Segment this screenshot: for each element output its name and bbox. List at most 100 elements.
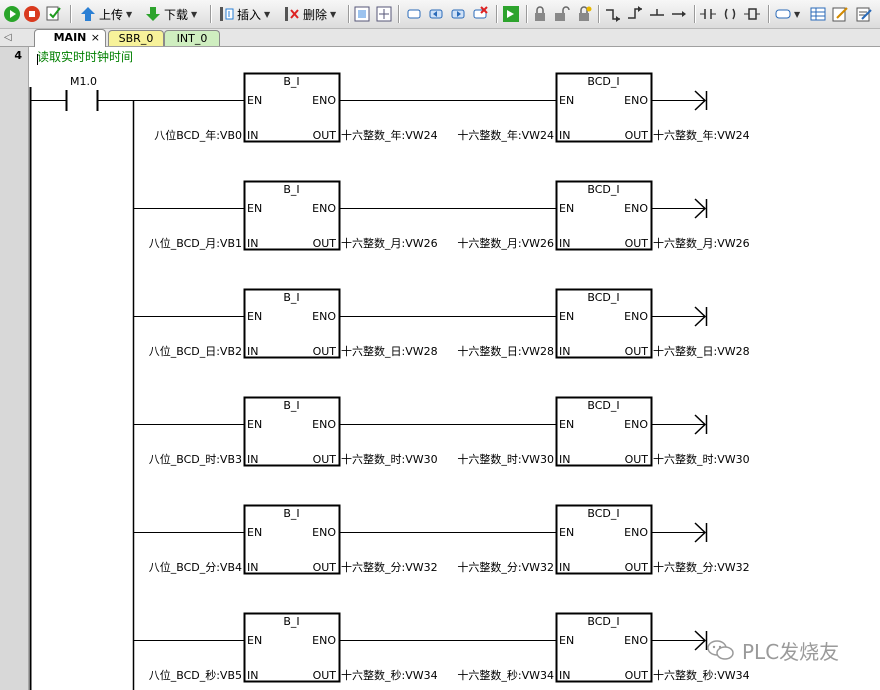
bcd-i-box-out-param[interactable]: 十六整数_月:VW26 [653, 236, 750, 250]
symbol-table-button[interactable] [810, 4, 826, 24]
b-i-box-in-param[interactable]: 八位_BCD_月:VB1 [149, 236, 242, 250]
tab-sbr0[interactable]: SBR_0 [108, 30, 164, 46]
prev-bookmark-button[interactable] [428, 4, 444, 24]
bcd-i-box-out-param[interactable]: 十六整数_年:VW24 [653, 128, 750, 142]
separator [598, 5, 599, 23]
bcd-i-box-in: IN [559, 237, 570, 250]
insert-button[interactable]: 插入 ▼ [218, 4, 270, 24]
remove-bookmark-button[interactable] [472, 4, 488, 24]
network-button-1[interactable] [354, 4, 370, 24]
separator [694, 5, 695, 23]
b-i-box-out-param[interactable]: 十六整数_秒:VW34 [341, 668, 438, 682]
bcd-i-box-frame[interactable] [555, 288, 653, 359]
b-i-box-in-param[interactable]: 八位_BCD_分:VB4 [149, 560, 242, 574]
tab-int0[interactable]: INT_0 [164, 30, 220, 46]
dropdown-arrow-icon[interactable]: ▼ [330, 9, 337, 19]
b-i-box-frame[interactable] [243, 288, 341, 359]
bcd-i-box-frame[interactable] [555, 72, 653, 143]
bcd-i-box-in-param[interactable]: 十六整数_日:VW28 [457, 344, 554, 358]
b-i-box-in-param[interactable]: 八位_BCD_秒:VB5 [149, 668, 242, 682]
properties-button[interactable] [856, 4, 872, 24]
line-right-button[interactable] [671, 4, 687, 24]
bcd-i-box-out-param[interactable]: 十六整数_时:VW30 [653, 452, 750, 466]
b-i-box-out-param[interactable]: 十六整数_年:VW24 [341, 128, 438, 142]
network-button-2[interactable] [376, 4, 392, 24]
next-bookmark-button[interactable] [450, 4, 466, 24]
b-i-box-out-param[interactable]: 十六整数_日:VW28 [341, 344, 438, 358]
bcd-i-box-out-param[interactable]: 十六整数_日:VW28 [653, 344, 750, 358]
run-button[interactable] [4, 4, 20, 24]
b-i-box-out: OUT [313, 561, 337, 574]
edit-button[interactable] [832, 4, 848, 24]
lock-add-button[interactable] [576, 4, 592, 24]
tab-main[interactable]: MAIN × [34, 29, 106, 47]
tab-sbr0-label: SBR_0 [118, 32, 154, 45]
separator [70, 5, 71, 23]
compile-button[interactable] [46, 4, 62, 24]
b-i-box-in-param[interactable]: 八位_BCD_时:VB3 [149, 452, 242, 466]
bcd-i-box-frame[interactable] [555, 504, 653, 575]
bookmark-button[interactable] [406, 4, 422, 24]
b-i-box-frame[interactable] [243, 180, 341, 251]
bcd-i-box-in-param[interactable]: 十六整数_时:VW30 [457, 452, 554, 466]
download-button[interactable]: 下载 ▼ [145, 4, 197, 24]
stop-icon [24, 6, 40, 22]
b-i-box-frame[interactable] [243, 72, 341, 143]
close-icon[interactable]: × [90, 31, 100, 44]
bcd-i-box-en: EN [559, 634, 574, 647]
bcd-i-box-frame[interactable] [555, 180, 653, 251]
toolbar: 上传 ▼ 下载 ▼ 插入 ▼ 删除 ▼ ▼ [0, 0, 880, 29]
stop-button[interactable] [24, 4, 40, 24]
contact-button[interactable] [700, 4, 716, 24]
bcd-i-box-in-param[interactable]: 十六整数_分:VW32 [457, 560, 554, 574]
tab-scroll-left-icon[interactable]: ◁ [4, 32, 12, 43]
box-button[interactable] [744, 4, 760, 24]
branch-up-button[interactable] [627, 4, 643, 24]
dropdown-arrow-icon[interactable]: ▼ [794, 9, 801, 19]
coil-button[interactable] [722, 4, 738, 24]
go-button[interactable] [503, 4, 519, 24]
dropdown-arrow-icon[interactable]: ▼ [264, 9, 271, 19]
dropdown-arrow-icon[interactable]: ▼ [191, 9, 198, 19]
bcd-i-box-in-param[interactable]: 十六整数_年:VW24 [457, 128, 554, 142]
b-i-box-eno: ENO [312, 94, 336, 107]
delete-button[interactable]: 删除 ▼ [284, 4, 336, 24]
upload-button[interactable]: 上传 ▼ [80, 4, 132, 24]
bcd-i-box-out-param[interactable]: 十六整数_秒:VW34 [653, 668, 750, 682]
bcd-i-box-out-param[interactable]: 十六整数_分:VW32 [653, 560, 750, 574]
b-i-box-out-param[interactable]: 十六整数_时:VW30 [341, 452, 438, 466]
b-i-box-frame[interactable] [243, 504, 341, 575]
bcd-i-box-in-param[interactable]: 十六整数_月:VW26 [457, 236, 554, 250]
bcd-i-box-frame[interactable] [555, 396, 653, 467]
b-i-box-in-param[interactable]: 八位_BCD_日:VB2 [149, 344, 242, 358]
b-i-box-in-param[interactable]: 八位BCD_年:VB0 [154, 128, 242, 142]
bcd-i-box-frame[interactable] [555, 612, 653, 683]
branch-down-button[interactable] [605, 4, 621, 24]
b-i-box-out-param[interactable]: 十六整数_分:VW32 [341, 560, 438, 574]
branch-left-button[interactable] [649, 4, 665, 24]
bcd-i-box-eno: ENO [624, 202, 648, 215]
b-i-box-frame[interactable] [243, 612, 341, 683]
b-i-box-out-param[interactable]: 十六整数_月:VW26 [341, 236, 438, 250]
bcd-i-box-title: BCD_I [587, 615, 619, 628]
unlock-button[interactable] [554, 4, 570, 24]
lock-button[interactable] [532, 4, 548, 24]
dropdown-arrow-icon[interactable]: ▼ [126, 9, 133, 19]
view-button[interactable]: ▼ [775, 4, 800, 24]
b-i-box-frame[interactable] [243, 396, 341, 467]
bcd-i-box-in-param[interactable]: 十六整数_秒:VW34 [457, 668, 554, 682]
b-i-box-eno: ENO [312, 310, 336, 323]
